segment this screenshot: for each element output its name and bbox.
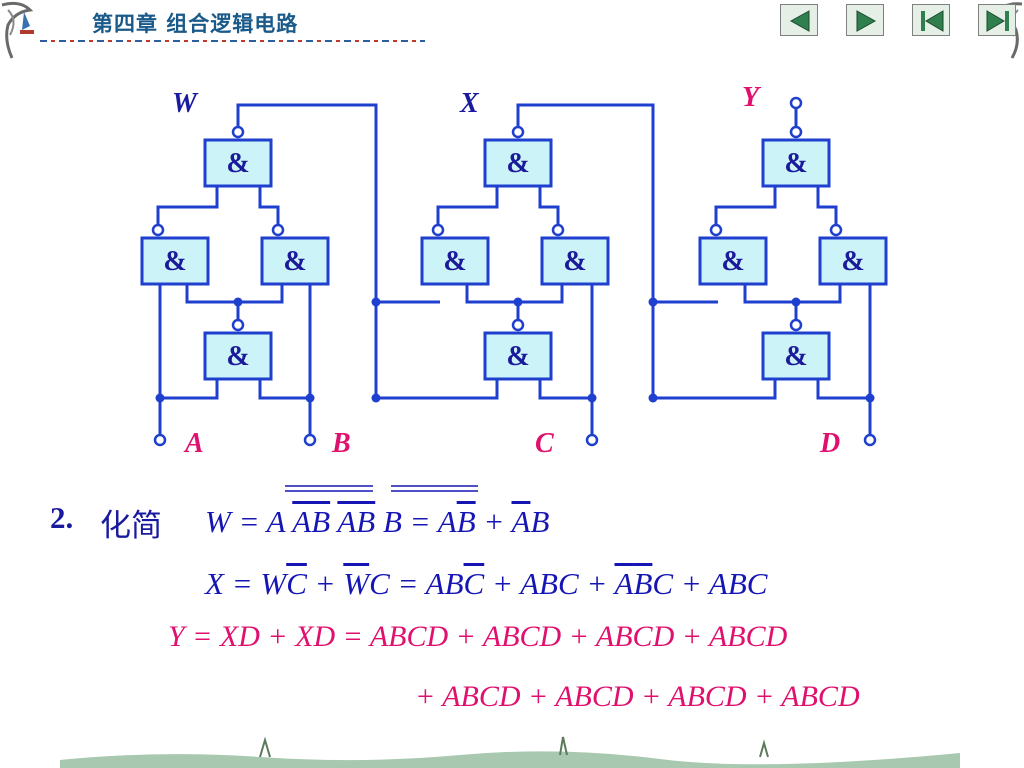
inverter-bubble	[271, 223, 285, 237]
triangle-right-icon	[856, 10, 877, 32]
label-d: D	[819, 428, 840, 459]
header-divider	[40, 40, 425, 42]
nand-gate: &	[203, 331, 273, 381]
junction-dot	[791, 297, 801, 307]
gate-symbol: &	[506, 341, 529, 372]
junction-dot	[371, 297, 381, 307]
junction-dot	[371, 393, 381, 403]
nand-gate: &	[483, 331, 553, 381]
inverter-bubble	[231, 125, 245, 139]
nand-gate-circuit: & & & & & & & & & & & & W X Y A B C D	[140, 82, 888, 459]
terminal-open	[303, 433, 317, 447]
label-x: X	[459, 88, 480, 119]
label-w: W	[172, 88, 199, 119]
label-y: Y	[742, 82, 762, 113]
inverter-bubble	[789, 125, 803, 139]
inverter-bubble	[431, 223, 445, 237]
triangle-left-icon	[789, 10, 810, 32]
chapter-title: 第四章 组合逻辑电路	[92, 12, 299, 36]
nand-gate: &	[140, 236, 210, 286]
nand-gate: &	[420, 236, 490, 286]
last-button[interactable]	[978, 4, 1016, 36]
gate-symbol: &	[226, 148, 249, 179]
section-number: 2.	[50, 500, 74, 535]
junction-dot	[865, 393, 875, 403]
gate-symbol: &	[784, 341, 807, 372]
gate-symbol: &	[163, 246, 186, 277]
junction-dot	[648, 297, 658, 307]
gate-symbol: &	[841, 246, 864, 277]
next-button[interactable]	[846, 4, 884, 36]
gate-symbol: &	[443, 246, 466, 277]
nand-gate: &	[260, 236, 330, 286]
inverter-bubble	[511, 125, 525, 139]
gate-symbol: &	[784, 148, 807, 179]
gate-symbol: &	[721, 246, 744, 277]
label-b: B	[331, 428, 351, 459]
junction-dot	[155, 393, 165, 403]
corner-ornament-left	[1, 1, 34, 59]
terminal-open	[863, 433, 877, 447]
inverter-bubble	[709, 223, 723, 237]
junction-dot	[648, 393, 658, 403]
inverter-bubble	[511, 318, 525, 332]
nand-gate: &	[203, 138, 273, 188]
nand-gate: &	[483, 138, 553, 188]
junction-dot	[513, 297, 523, 307]
w-overline-bars	[285, 485, 478, 492]
skip-first-icon	[921, 10, 944, 32]
junction-dot	[305, 393, 315, 403]
junction-dot	[587, 393, 597, 403]
inverter-bubble	[789, 318, 803, 332]
nand-gate: &	[761, 331, 831, 381]
junction-dot	[233, 297, 243, 307]
equation-x: X = WC + WC = ABC + ABC + ABC + ABC	[205, 566, 768, 601]
section-title: 化简	[100, 508, 162, 544]
inverter-bubble	[231, 318, 245, 332]
terminal-open	[153, 433, 167, 447]
inverter-bubble	[151, 223, 165, 237]
nand-gate: &	[698, 236, 768, 286]
equation-y-line2: + ABCD + ABCD + ABCD + ABCD	[415, 680, 860, 713]
gate-symbol: &	[506, 148, 529, 179]
label-c: C	[535, 428, 554, 459]
nand-gate: &	[540, 236, 610, 286]
footer-landscape-decoration	[60, 736, 960, 768]
skip-last-icon	[986, 10, 1009, 32]
gate-symbol: &	[563, 246, 586, 277]
label-a: A	[183, 428, 204, 459]
terminal-open	[789, 96, 803, 110]
gate-symbol: &	[226, 341, 249, 372]
inverter-bubble	[551, 223, 565, 237]
inverter-bubble	[829, 223, 843, 237]
equation-y-line1: Y = XD + XD = ABCD + ABCD + ABCD + ABCD	[168, 620, 788, 653]
first-button[interactable]	[912, 4, 950, 36]
bell-icon	[22, 12, 30, 30]
previous-button[interactable]	[780, 4, 818, 36]
nand-gate: &	[761, 138, 831, 188]
gate-symbol: &	[283, 246, 306, 277]
equation-w: W = A AB AB B = AB + AB	[205, 504, 550, 539]
nand-gate: &	[818, 236, 888, 286]
terminal-open	[585, 433, 599, 447]
